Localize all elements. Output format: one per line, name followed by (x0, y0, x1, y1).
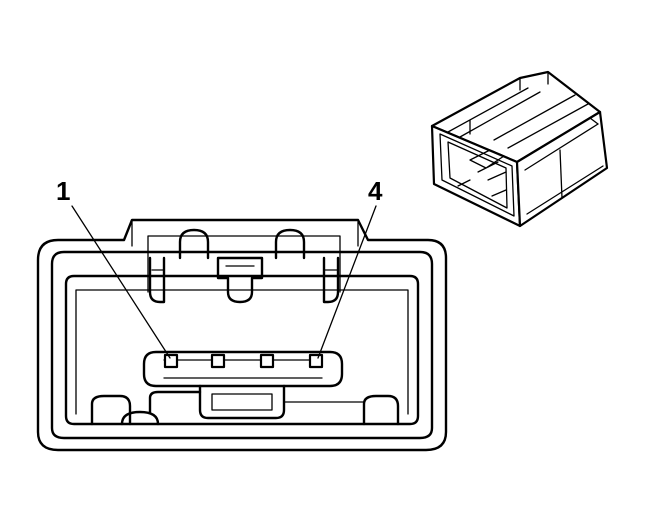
pin-1-cavity (163, 353, 179, 369)
pin-4-cavity (308, 353, 324, 369)
callout-4-label: 4 (368, 176, 383, 206)
callout-4-leader (317, 205, 377, 359)
pin-3-cavity (259, 353, 275, 369)
pin-2-cavity (210, 353, 226, 369)
connector-front-view (36, 218, 448, 452)
callout-1-leader (71, 205, 171, 359)
connector-isometric-view (430, 70, 609, 228)
callout-1-label: 1 (56, 176, 70, 206)
